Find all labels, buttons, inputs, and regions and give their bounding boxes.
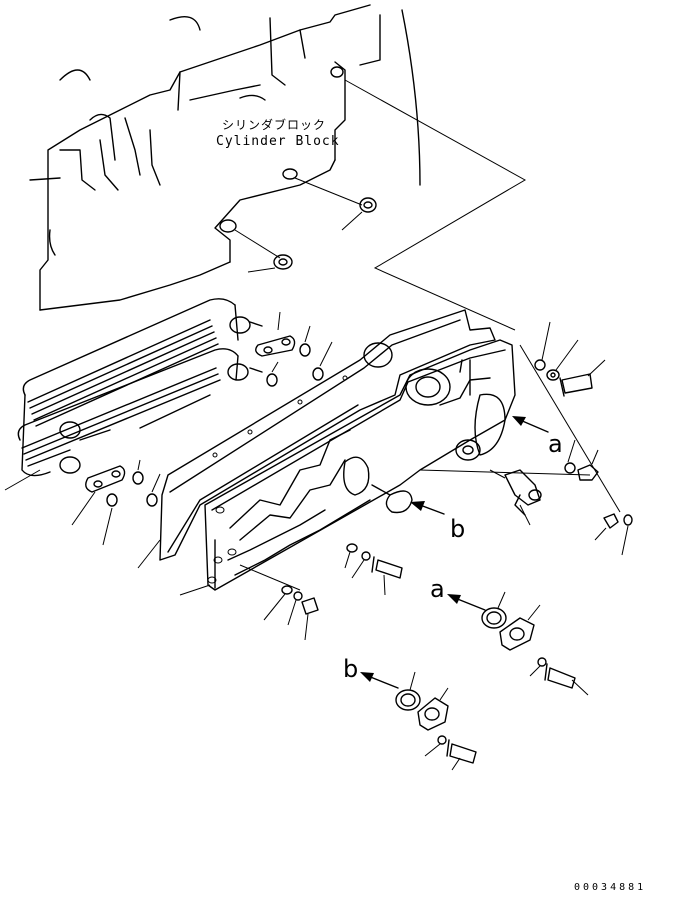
arrow-b-lower [360, 672, 399, 689]
cylinder-block-label-en: Cylinder Block [216, 134, 340, 149]
arrow-a-lower [447, 594, 486, 611]
arrow-label-a-upper: a [548, 430, 563, 458]
cooler-gasket-plate [137, 309, 496, 569]
cylinder-block [29, 4, 421, 311]
cooler-gaskets [71, 311, 333, 546]
oil-cooler-cover [179, 339, 516, 596]
oil-cooler-element [4, 298, 263, 491]
drawing-number: 00034881 [574, 882, 647, 893]
cylinder-block-label-jp: シリンダブロック [222, 118, 327, 132]
arrow-a-upper [512, 416, 549, 433]
drain-fitting [489, 469, 542, 526]
flange-a-assembly [481, 591, 589, 696]
leader-lines-block [234, 79, 527, 331]
flange-b-assembly [395, 671, 477, 771]
arrow-label-b-lower: b [343, 655, 359, 683]
arrow-b-upper [410, 501, 445, 515]
mounting-bolts-right [419, 321, 633, 556]
arrow-label-a-lower: a [430, 575, 445, 603]
arrow-label-b-upper: b [450, 515, 466, 543]
block-fittings [247, 197, 377, 273]
mounting-bolts-center [239, 543, 403, 641]
